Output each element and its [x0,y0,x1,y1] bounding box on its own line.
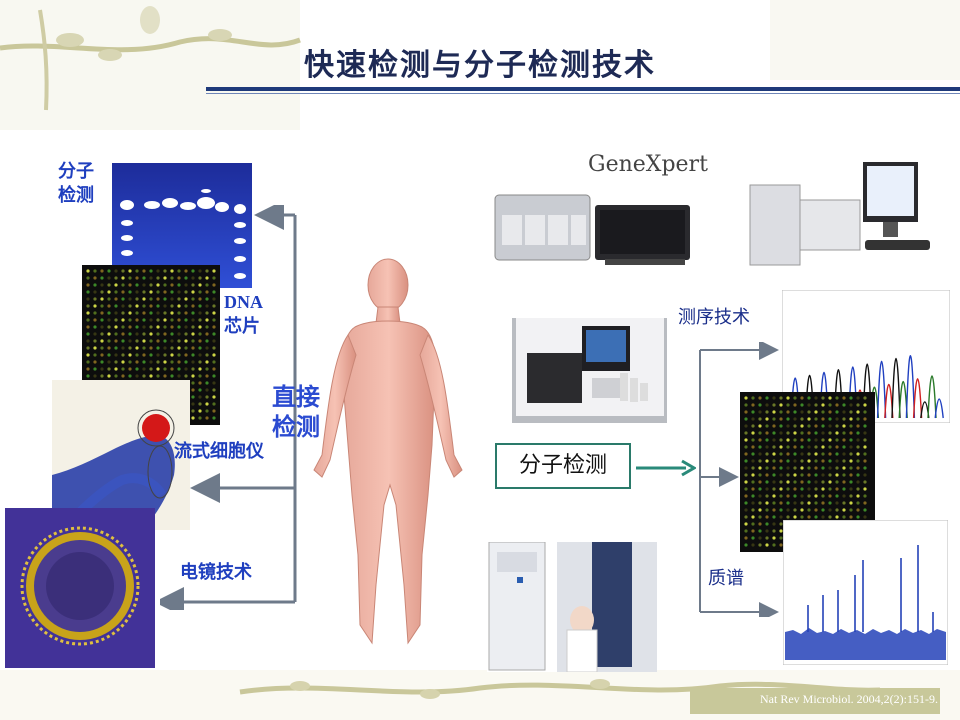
label-sequencing: 测序技术 [678,307,750,328]
label-molecular-detection: 分子 检测 [58,161,94,206]
electron-micrograph-image [5,508,155,668]
teal-arrow [636,459,696,477]
human-body-figure [313,258,463,645]
vine-decoration-bottom [0,670,960,720]
sequencer-instrument [512,318,667,423]
left-bracket-arrows [160,205,297,610]
label-direct-detection: 直接 检测 [272,383,320,441]
title-rule-thin [206,93,960,94]
label-dna-chip: DNA 芯片 [224,292,263,336]
title-rule [206,87,960,91]
vine-decoration-top [0,0,960,130]
label-genexpert: GeneXpert [588,152,708,177]
citation: Nat Rev Microbiol. 2004,2(2):151-9. [760,692,938,706]
genexpert-instrument [490,185,710,270]
label-electron-microscopy: 电镜技术 [180,562,252,583]
page-title: 快速检测与分子检测技术 [304,48,656,83]
mass-spectrum [783,520,948,665]
mass-spectrometer [487,542,657,672]
lab-instrument [745,160,935,270]
molecular-detection-box: 分子检测 [495,443,631,489]
right-bracket-arrows [699,342,779,617]
flow-cytometry-plot [52,380,190,530]
label-mass-spec: 质谱 [708,568,744,589]
label-flow-cytometer: 流式细胞仪 [174,441,264,462]
